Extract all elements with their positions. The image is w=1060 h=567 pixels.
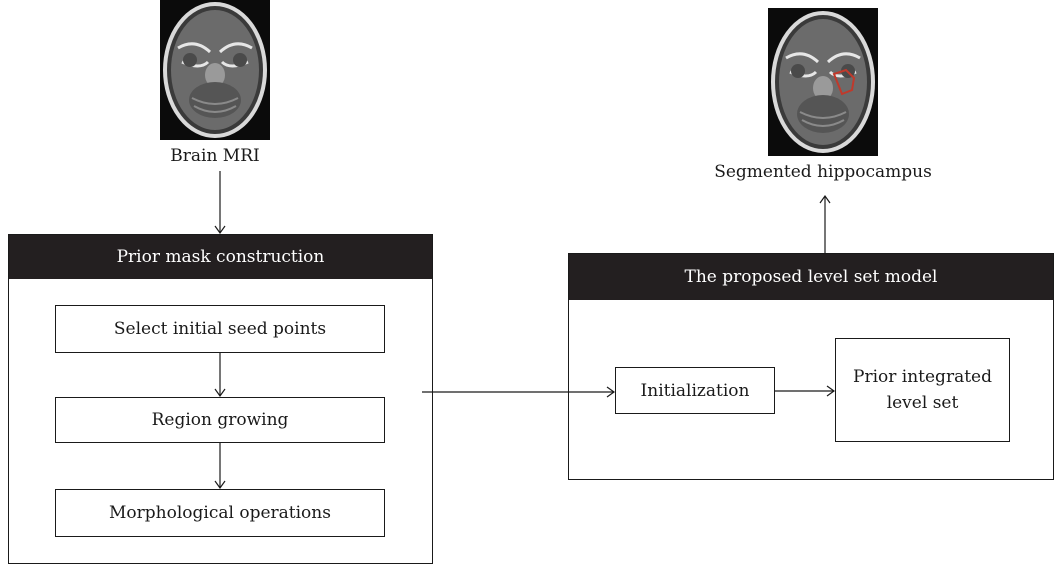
input-caption: Brain MRI <box>170 146 260 166</box>
output-caption: Segmented hippocampus <box>714 162 932 182</box>
prior-integrated-level-set-box: Prior integrated level set <box>835 338 1010 442</box>
step-morphological-operations: Morphological operations <box>55 489 385 537</box>
prior-mask-panel-title: Prior mask construction <box>9 235 432 279</box>
brain-mri-segmented-image <box>768 8 878 156</box>
prior-level-set-label-line2: level set <box>886 393 959 413</box>
brain-mri-input-image <box>160 0 270 140</box>
step-region-growing: Region growing <box>55 397 385 443</box>
level-set-panel-title: The proposed level set model <box>569 254 1053 300</box>
hippocampus-contour-icon <box>832 68 856 96</box>
step-select-seed-points: Select initial seed points <box>55 305 385 353</box>
initialization-box: Initialization <box>615 367 775 414</box>
prior-level-set-label-line1: Prior integrated <box>853 367 992 387</box>
